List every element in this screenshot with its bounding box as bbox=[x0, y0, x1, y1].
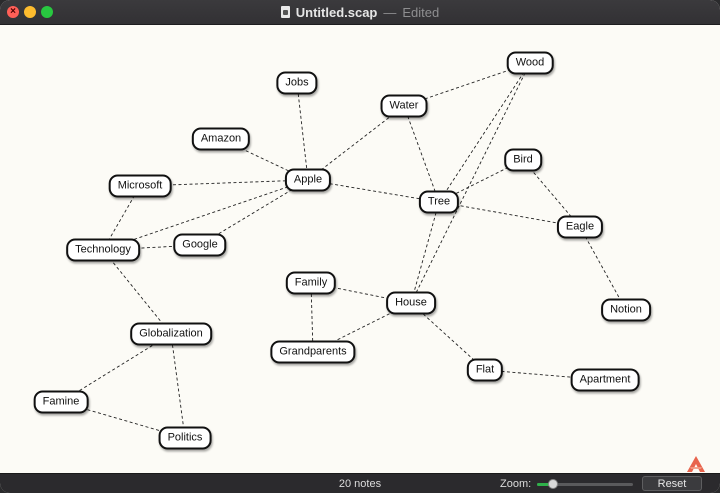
note-politics[interactable]: Politics bbox=[158, 426, 212, 450]
window-title-group: Untitled.scap — Edited bbox=[0, 0, 720, 24]
note-eagle[interactable]: Eagle bbox=[556, 215, 604, 239]
edge-tree-eagle bbox=[438, 201, 581, 228]
note-tree[interactable]: Tree bbox=[418, 190, 460, 214]
note-google[interactable]: Google bbox=[173, 233, 227, 257]
window-title: Untitled.scap bbox=[295, 4, 378, 20]
edge-eagle-notion bbox=[579, 226, 627, 311]
edge-tree-house bbox=[410, 201, 440, 304]
note-flat[interactable]: Flat bbox=[466, 358, 504, 382]
title-bar: × Untitled.scap — Edited bbox=[0, 0, 720, 25]
note-wood[interactable]: Wood bbox=[506, 51, 554, 75]
reset-zoom-button[interactable]: Reset bbox=[642, 476, 702, 491]
note-grandparents[interactable]: Grandparents bbox=[270, 340, 356, 364]
note-jobs[interactable]: Jobs bbox=[276, 71, 318, 95]
note-house[interactable]: House bbox=[386, 291, 436, 315]
zoom-label: Zoom: bbox=[500, 478, 532, 490]
title-separator: — bbox=[383, 4, 397, 20]
note-technology[interactable]: Technology bbox=[66, 238, 140, 262]
edge-water-tree bbox=[403, 105, 440, 203]
note-globalization[interactable]: Globalization bbox=[130, 322, 212, 346]
zoom-knob[interactable] bbox=[548, 479, 559, 489]
edge-technology-globalization bbox=[102, 249, 172, 335]
brand-logo-icon bbox=[687, 456, 705, 472]
zoom-track bbox=[537, 483, 633, 486]
document-icon bbox=[280, 6, 290, 18]
note-famine[interactable]: Famine bbox=[33, 390, 89, 414]
note-amazon[interactable]: Amazon bbox=[191, 127, 251, 151]
note-water[interactable]: Water bbox=[380, 94, 428, 118]
notes-count: 20 notes bbox=[338, 478, 382, 490]
edge-wood-house bbox=[410, 62, 531, 304]
edge-apple-water bbox=[307, 105, 405, 181]
zoom-slider[interactable] bbox=[537, 479, 633, 489]
status-bar: 20 notes Zoom: Reset bbox=[0, 473, 720, 493]
minimize-window-button[interactable] bbox=[24, 6, 36, 18]
close-window-button[interactable]: × bbox=[7, 6, 19, 18]
note-apartment[interactable]: Apartment bbox=[570, 368, 640, 392]
note-apple[interactable]: Apple bbox=[284, 168, 332, 192]
edge-wood-tree bbox=[438, 62, 531, 203]
zoom-fill bbox=[537, 483, 554, 486]
note-family[interactable]: Family bbox=[285, 271, 337, 295]
note-bird[interactable]: Bird bbox=[504, 148, 542, 172]
edge-globalization-politics bbox=[170, 333, 186, 439]
close-icon: × bbox=[10, 6, 16, 17]
document-status: Edited bbox=[402, 4, 440, 20]
note-microsoft[interactable]: Microsoft bbox=[108, 174, 172, 198]
note-notion[interactable]: Notion bbox=[601, 298, 651, 322]
maximize-window-button[interactable] bbox=[41, 6, 53, 18]
edge-jobs-apple bbox=[296, 82, 309, 181]
